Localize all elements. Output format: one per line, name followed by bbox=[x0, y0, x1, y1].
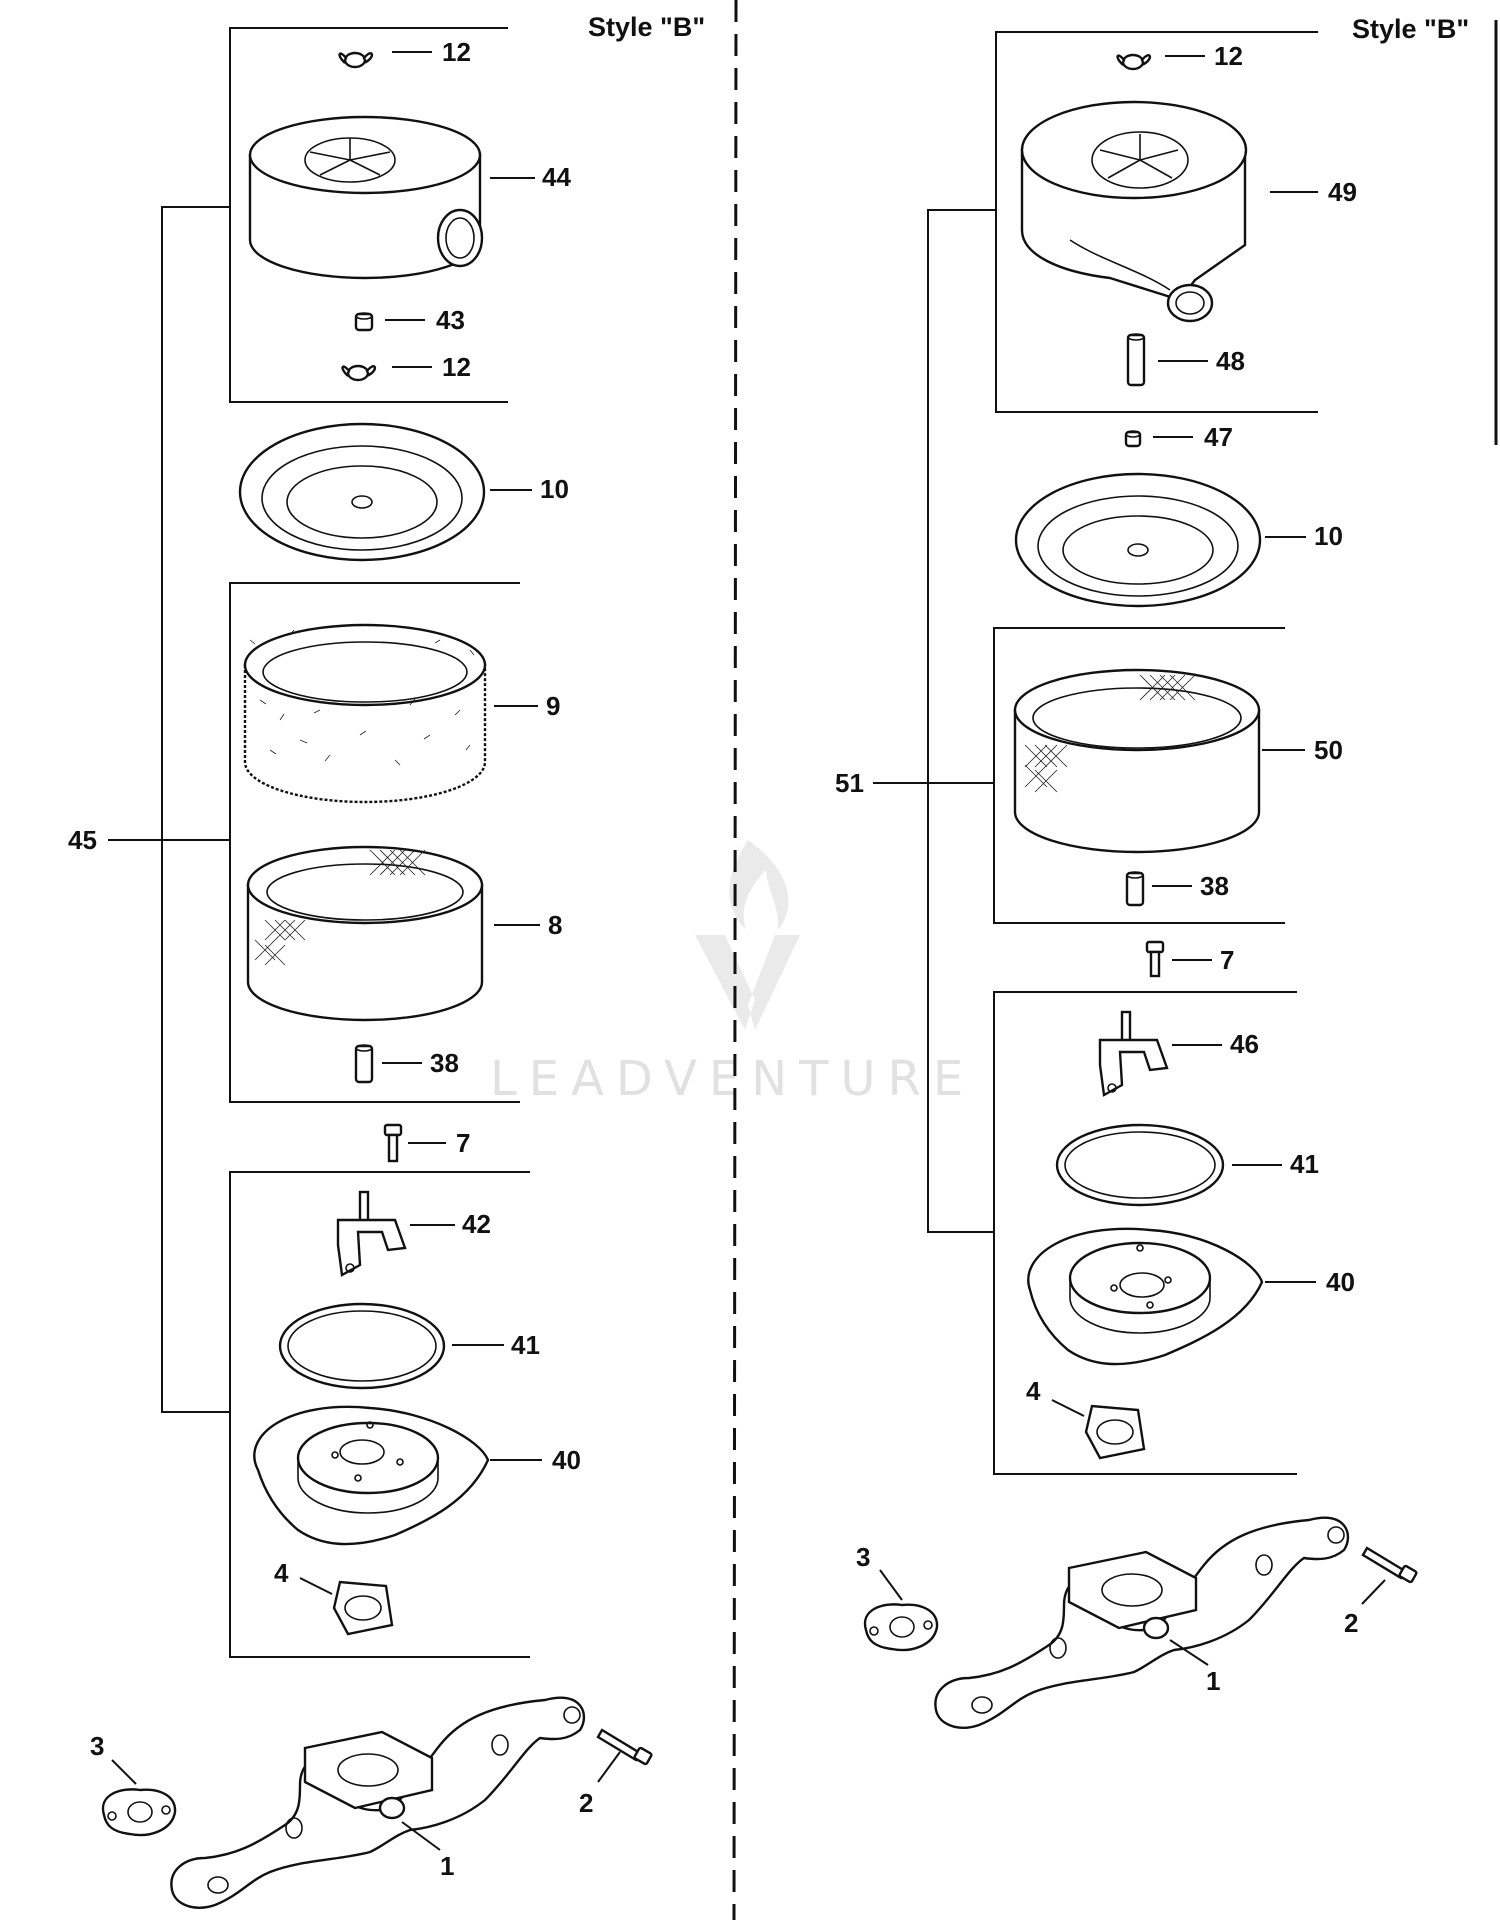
intake-manifold-part bbox=[934, 1516, 1350, 1729]
bolt-part bbox=[383, 1123, 403, 1163]
callout-47: 47 bbox=[1204, 422, 1233, 452]
callout-43: 43 bbox=[436, 305, 465, 335]
bracket-cover-group-right bbox=[995, 31, 1318, 413]
spacer-part bbox=[1125, 871, 1145, 907]
callout-49: 49 bbox=[1328, 177, 1357, 207]
wing-nut-part bbox=[1116, 53, 1152, 71]
gasket-ring-part bbox=[278, 1302, 446, 1390]
intake-manifold-flange bbox=[207, 1706, 581, 1894]
callout-10-right: 10 bbox=[1314, 521, 1343, 551]
callout-4-left: 4 bbox=[274, 1558, 289, 1588]
bracket-assembly-51 bbox=[927, 209, 996, 1233]
callout-12-bottom: 12 bbox=[442, 352, 471, 382]
bracket-filter-group-right bbox=[993, 627, 1285, 924]
watermark-flame-icon bbox=[729, 840, 789, 930]
callout-38-left: 38 bbox=[430, 1048, 459, 1078]
gasket-ring-part bbox=[1055, 1123, 1225, 1207]
air-cleaner-cover-part bbox=[1020, 100, 1248, 323]
mounting-bracket-part bbox=[336, 1190, 407, 1277]
mounting-bracket-part bbox=[1098, 1010, 1169, 1097]
callout-44: 44 bbox=[542, 162, 571, 192]
base-plate-part bbox=[253, 1405, 490, 1546]
wing-nut-part bbox=[338, 51, 374, 69]
paper-element-part bbox=[1013, 668, 1261, 854]
callout-8: 8 bbox=[548, 910, 562, 940]
callout-2-left: 2 bbox=[579, 1788, 593, 1818]
callout-40-right: 40 bbox=[1326, 1267, 1355, 1297]
watermark: LEADVENTURE bbox=[490, 840, 975, 1107]
stud-part bbox=[1126, 333, 1146, 387]
callout-1-left: 1 bbox=[440, 1851, 454, 1881]
style-title-right: Style "B" bbox=[1352, 14, 1469, 44]
callout-42: 42 bbox=[462, 1209, 491, 1239]
base-plate-part bbox=[1027, 1227, 1264, 1366]
element-cover-part bbox=[1014, 472, 1262, 608]
bracket-filter-group bbox=[229, 582, 520, 1103]
callout-45: 45 bbox=[68, 825, 97, 855]
callout-38-right: 38 bbox=[1200, 871, 1229, 901]
callout-12-top: 12 bbox=[442, 37, 471, 67]
right-assembly: 12 49 48 47 bbox=[835, 31, 1418, 1729]
callout-9: 9 bbox=[546, 691, 560, 721]
watermark-v-logo-icon bbox=[695, 935, 800, 1030]
callout-7-right: 7 bbox=[1220, 945, 1234, 975]
bracket-base-group bbox=[229, 1171, 530, 1658]
exhaust-gasket-part bbox=[863, 1603, 939, 1652]
nut-part bbox=[354, 312, 374, 332]
callout-4-right: 4 bbox=[1026, 1376, 1041, 1406]
bracket-assembly-45 bbox=[161, 206, 230, 1413]
element-cover-part bbox=[238, 422, 486, 562]
left-assembly: 12 44 43 12 bbox=[68, 27, 653, 1909]
watermark-text: LEADVENTURE bbox=[490, 1051, 975, 1107]
callout-2-right: 2 bbox=[1344, 1608, 1358, 1638]
bracket-cover-group bbox=[229, 27, 508, 403]
center-divider bbox=[732, 0, 738, 1920]
style-title-left: Style "B" bbox=[588, 12, 705, 42]
callout-46: 46 bbox=[1230, 1029, 1259, 1059]
callout-10: 10 bbox=[540, 474, 569, 504]
stud-bolt-part bbox=[1361, 1546, 1418, 1584]
intake-manifold-part bbox=[170, 1696, 586, 1909]
spacer-part bbox=[354, 1044, 374, 1084]
callout-1-right: 1 bbox=[1206, 1666, 1220, 1696]
callout-3-left: 3 bbox=[90, 1731, 104, 1761]
precleaner-foam-part bbox=[243, 623, 487, 804]
callout-41-right: 41 bbox=[1290, 1149, 1319, 1179]
bolt-part bbox=[1145, 940, 1165, 978]
callout-12-right: 12 bbox=[1214, 41, 1243, 71]
callout-7-left: 7 bbox=[456, 1128, 470, 1158]
air-cleaner-cover-part bbox=[248, 115, 484, 280]
callout-40-left: 40 bbox=[552, 1445, 581, 1475]
callout-41-left: 41 bbox=[511, 1330, 540, 1360]
paper-element-part bbox=[246, 845, 484, 1022]
stud-bolt-part bbox=[596, 1728, 653, 1766]
wing-nut-part bbox=[341, 364, 377, 382]
callout-51: 51 bbox=[835, 768, 864, 798]
small-gasket-part bbox=[1084, 1404, 1146, 1460]
callout-48: 48 bbox=[1216, 346, 1245, 376]
small-gasket-part bbox=[332, 1580, 394, 1636]
intake-manifold-flange bbox=[971, 1526, 1345, 1714]
callout-3-right: 3 bbox=[856, 1542, 870, 1572]
exhaust-gasket-part bbox=[101, 1788, 177, 1837]
nut-part bbox=[1124, 430, 1142, 448]
callout-50: 50 bbox=[1314, 735, 1343, 765]
